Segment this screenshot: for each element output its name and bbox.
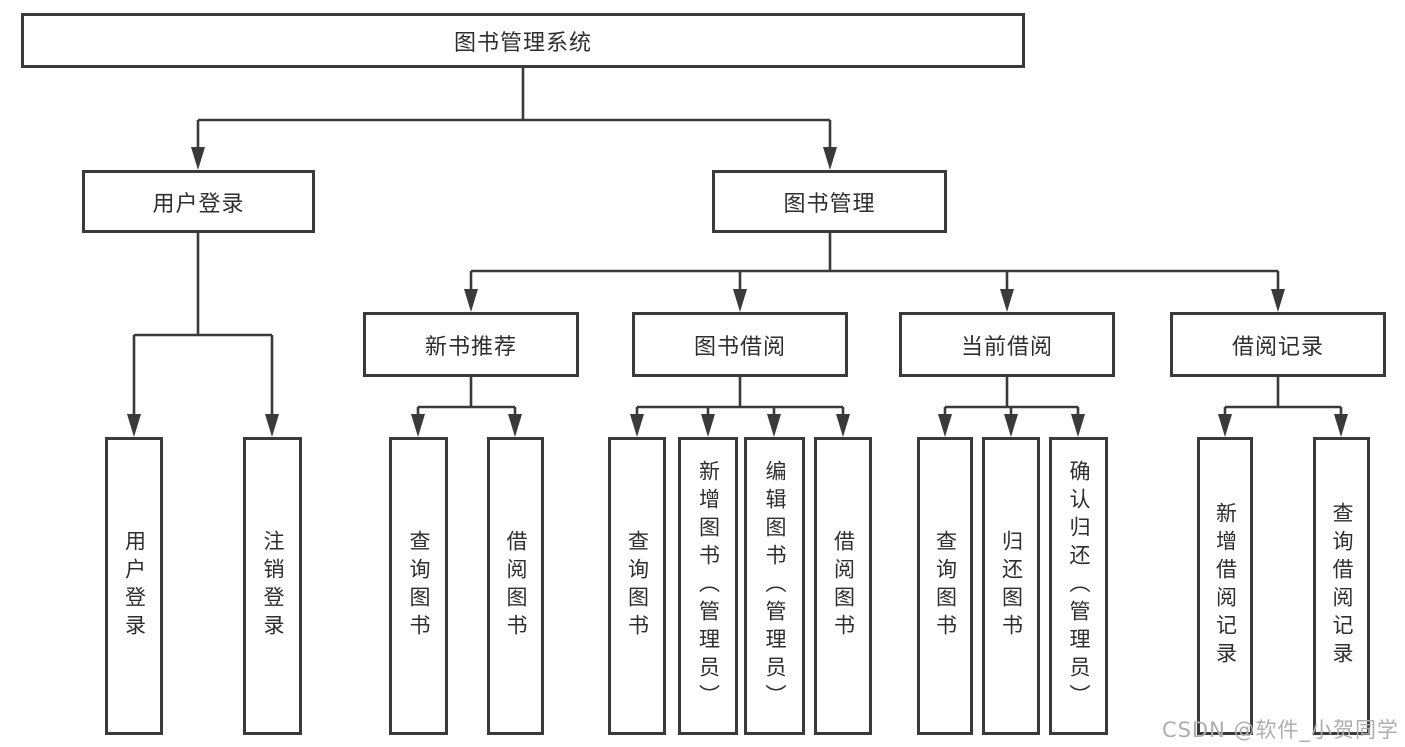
branch-book-borrow xyxy=(630,377,850,437)
node-current-borrowing: 当前借阅 xyxy=(899,312,1115,377)
leaf-confirm-return-admin-label: 确认归还（管理员） xyxy=(1067,460,1091,712)
leaf-logout-label: 注销登录 xyxy=(261,530,285,642)
leaf-query-books-3: 查询图书 xyxy=(917,437,973,735)
leaf-query-borrow-record-label: 查询借阅记录 xyxy=(1330,502,1354,670)
node-borrow-records: 借阅记录 xyxy=(1170,312,1386,377)
node-new-book-recommend: 新书推荐 xyxy=(363,312,579,377)
leaf-edit-book-admin-label: 编辑图书（管理员） xyxy=(763,460,787,712)
node-root-label: 图书管理系统 xyxy=(453,30,592,56)
node-book-borrowing-label: 图书借阅 xyxy=(693,334,786,360)
node-user-login-label: 用户登录 xyxy=(152,191,245,217)
leaf-query-books-1: 查询图书 xyxy=(389,437,448,735)
leaf-return-book: 归还图书 xyxy=(982,437,1040,735)
leaf-add-borrow-record-label: 新增借阅记录 xyxy=(1213,502,1238,670)
node-user-login: 用户登录 xyxy=(82,170,315,233)
leaf-query-books-3-label: 查询图书 xyxy=(933,530,958,642)
leaf-borrow-books-1-label: 借阅图书 xyxy=(504,530,528,642)
leaf-return-book-label: 归还图书 xyxy=(999,530,1024,642)
node-new-book-recommend-label: 新书推荐 xyxy=(424,334,517,360)
leaf-add-book-admin-label: 新增图书（管理员） xyxy=(696,460,721,712)
leaf-query-books-1-label: 查询图书 xyxy=(407,530,431,642)
branch-new-book xyxy=(411,377,522,437)
node-current-borrowing-label: 当前借阅 xyxy=(960,334,1053,360)
node-borrow-records-label: 借阅记录 xyxy=(1231,334,1324,360)
leaf-user-login: 用户登录 xyxy=(105,437,163,735)
leaf-logout: 注销登录 xyxy=(243,437,302,735)
leaf-borrow-books-2: 借阅图书 xyxy=(814,437,872,735)
leaf-borrow-books-2-label: 借阅图书 xyxy=(831,530,856,642)
leaf-add-borrow-record: 新增借阅记录 xyxy=(1197,437,1253,735)
branch-user-login xyxy=(127,233,279,437)
branch-book-mgmt xyxy=(464,233,1285,312)
branch-current-borrow xyxy=(938,377,1085,437)
branch-borrow-records xyxy=(1218,377,1348,437)
leaf-query-borrow-record: 查询借阅记录 xyxy=(1313,437,1370,735)
leaf-confirm-return-admin: 确认归还（管理员） xyxy=(1049,437,1108,735)
node-book-borrowing: 图书借阅 xyxy=(632,312,848,377)
leaf-edit-book-admin: 编辑图书（管理员） xyxy=(744,437,805,735)
node-book-management: 图书管理 xyxy=(712,170,947,233)
leaf-add-book-admin: 新增图书（管理员） xyxy=(678,437,738,735)
leaf-query-books-2: 查询图书 xyxy=(608,437,666,735)
leaf-borrow-books-1: 借阅图书 xyxy=(487,437,544,735)
leaf-query-books-2-label: 查询图书 xyxy=(625,530,650,642)
leaf-user-login-label: 用户登录 xyxy=(122,530,147,642)
node-root-system: 图书管理系统 xyxy=(21,13,1025,68)
node-book-management-label: 图书管理 xyxy=(783,191,876,217)
branch-root xyxy=(191,68,837,170)
csdn-watermark: CSDN @软件_小贺同学 xyxy=(1161,718,1399,742)
